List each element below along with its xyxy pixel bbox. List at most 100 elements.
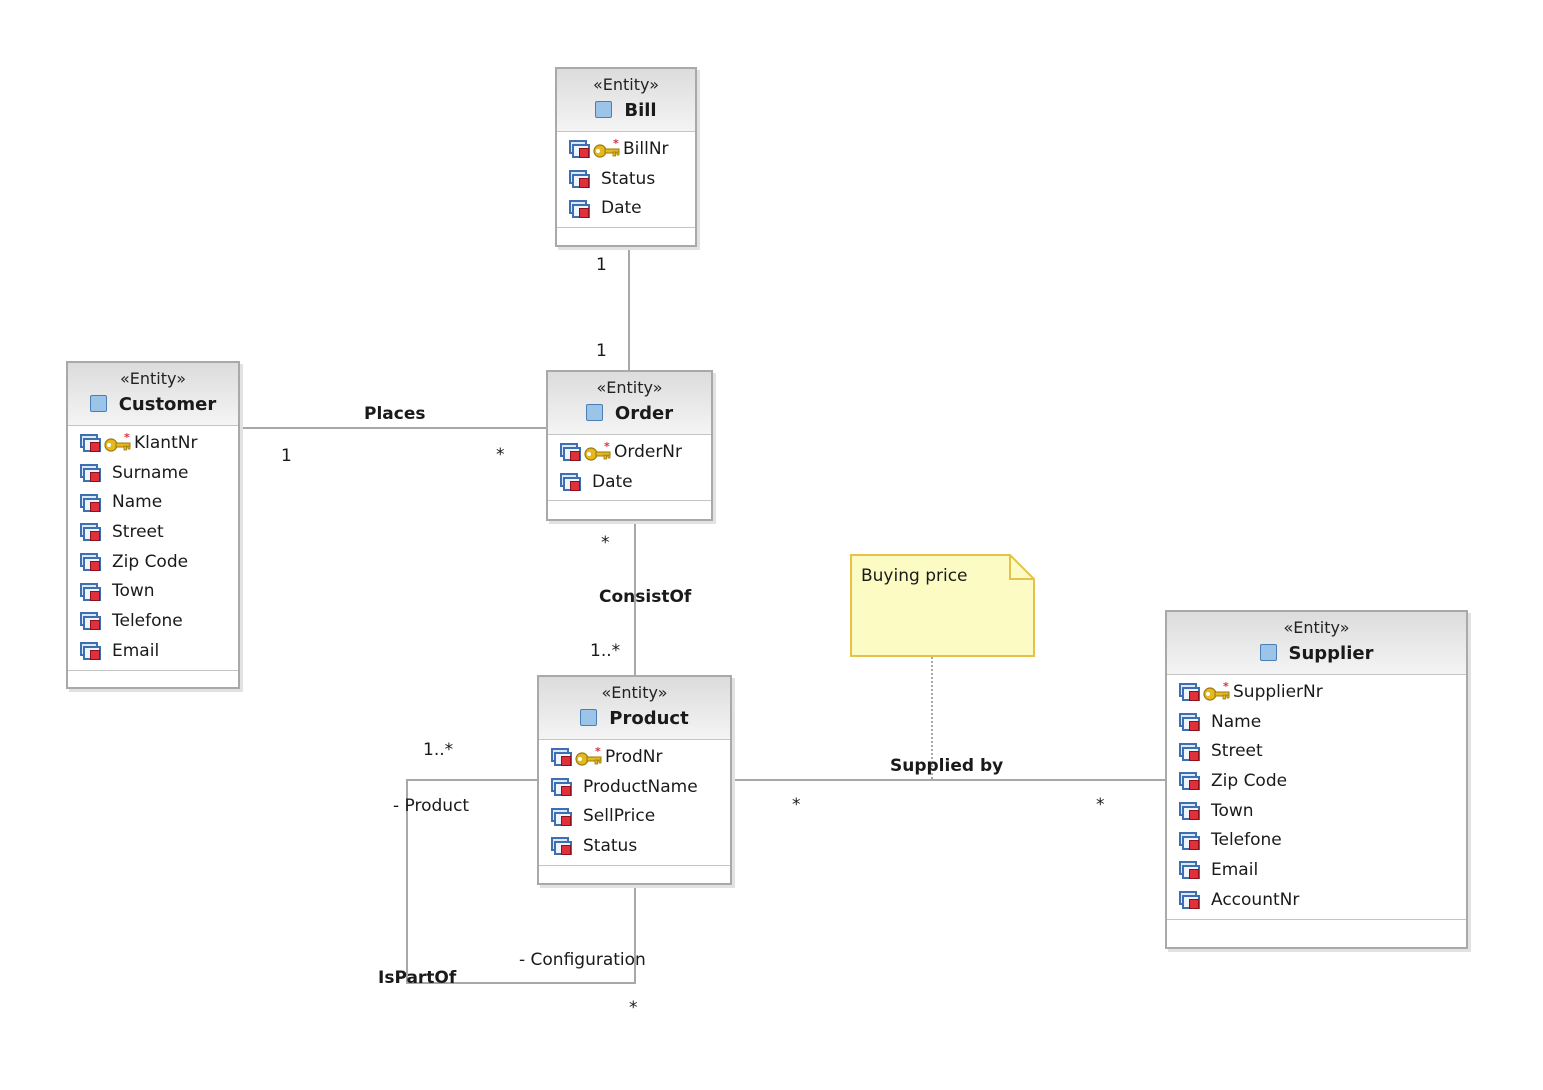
attribute-list: * BillNr Status Date <box>557 132 695 229</box>
attribute-row[interactable]: AccountNr <box>1167 885 1466 915</box>
entity-order[interactable]: «Entity» Order * OrderNr Date <box>546 370 713 521</box>
svg-text:*: * <box>124 433 130 444</box>
attribute-row[interactable]: * SupplierNr <box>1167 677 1466 707</box>
class-icon <box>585 404 603 421</box>
note-buying-price[interactable]: Buying price <box>850 554 1035 657</box>
attribute-list: * SupplierNr Name Street Zip Code Town T… <box>1167 675 1466 920</box>
attribute-icon <box>80 463 101 483</box>
attribute-icon <box>80 433 101 453</box>
class-icon <box>89 395 107 412</box>
attribute-icon <box>560 472 581 492</box>
association-name-ispartof: IsPartOf <box>378 968 457 988</box>
attribute-icon <box>80 641 101 661</box>
operations-compartment <box>1167 920 1466 938</box>
note-shape <box>850 554 1035 657</box>
attribute-row[interactable]: Town <box>68 576 238 606</box>
attribute-row[interactable]: * KlantNr <box>68 428 238 458</box>
attribute-icon <box>1179 742 1200 761</box>
svg-text:*: * <box>613 139 619 150</box>
attribute-icon <box>1179 860 1200 880</box>
attribute-name: Name <box>112 492 163 513</box>
stereotype-label: «Entity» <box>596 378 663 397</box>
attribute-row[interactable]: Name <box>68 487 238 517</box>
attribute-icon <box>1179 682 1200 702</box>
attribute-name: ProdNr <box>605 746 663 767</box>
primary-key-icon: * <box>575 747 602 766</box>
attribute-name: Date <box>601 198 642 219</box>
attribute-name: BillNr <box>623 138 669 159</box>
svg-text:*: * <box>595 747 601 758</box>
attribute-row[interactable]: Date <box>548 467 711 497</box>
attribute-row[interactable]: Status <box>557 164 695 194</box>
operations-compartment <box>557 228 695 246</box>
operations-compartment <box>539 866 730 884</box>
entity-header: «Entity» Product <box>539 677 730 740</box>
attribute-row[interactable]: * ProdNr <box>539 742 730 772</box>
attribute-row[interactable]: Zip Code <box>1167 766 1466 796</box>
role-product: - Product <box>393 796 470 816</box>
entity-header: «Entity» Bill <box>557 69 695 132</box>
attribute-name: Date <box>592 471 633 492</box>
entity-header: «Entity» Supplier <box>1167 612 1466 675</box>
attribute-name: Telefone <box>1211 830 1282 851</box>
class-icon <box>580 709 598 726</box>
attribute-icon <box>569 169 590 189</box>
attribute-icon <box>551 747 572 767</box>
attribute-row[interactable]: Date <box>557 193 695 223</box>
attribute-name: Status <box>601 168 656 189</box>
attribute-row[interactable]: ProductName <box>539 772 730 802</box>
multiplicity-customer-end: 1 <box>281 446 292 466</box>
note-text: Buying price <box>861 566 968 586</box>
attribute-icon <box>80 611 101 631</box>
attribute-row[interactable]: Town <box>1167 796 1466 826</box>
attribute-icon <box>1179 801 1200 821</box>
stereotype-label: «Entity» <box>592 75 659 94</box>
attribute-row[interactable]: Street <box>68 517 238 547</box>
entity-customer[interactable]: «Entity» Customer * KlantNr Surname Name… <box>66 361 240 689</box>
attribute-row[interactable]: Telefone <box>68 606 238 636</box>
attribute-icon <box>551 807 572 826</box>
attribute-icon <box>80 493 101 512</box>
attribute-icon <box>80 552 101 572</box>
entity-header: «Entity» Order <box>548 372 711 435</box>
attribute-row[interactable]: Name <box>1167 707 1466 737</box>
attribute-icon <box>1179 890 1200 910</box>
attribute-icon <box>80 582 101 601</box>
attribute-icon <box>551 836 572 856</box>
attribute-list: * ProdNr ProductName SellPrice Status <box>539 740 730 866</box>
multiplicity-order-end-consistof: * <box>601 533 610 553</box>
attribute-icon <box>1179 831 1200 850</box>
attribute-row[interactable]: Zip Code <box>68 547 238 577</box>
attribute-name: Email <box>1211 859 1259 880</box>
attribute-name: AccountNr <box>1211 889 1300 910</box>
attribute-row[interactable]: SellPrice <box>539 801 730 831</box>
attribute-name: Zip Code <box>1211 770 1288 791</box>
entity-supplier[interactable]: «Entity» Supplier * SupplierNr Name Stre… <box>1165 610 1468 949</box>
attribute-row[interactable]: Telefone <box>1167 825 1466 855</box>
attribute-row[interactable]: Email <box>1167 855 1466 885</box>
attribute-name: Email <box>112 640 160 661</box>
entity-product[interactable]: «Entity» Product * ProdNr ProductName Se… <box>537 675 732 885</box>
class-icon <box>1259 644 1277 661</box>
multiplicity-bill-end: 1 <box>596 255 607 275</box>
multiplicity-product-end-consistof: 1..* <box>590 641 621 661</box>
attribute-row[interactable]: Status <box>539 831 730 861</box>
attribute-row[interactable]: * BillNr <box>557 134 695 164</box>
attribute-name: Town <box>1211 800 1254 821</box>
multiplicity-configuration-role: * <box>629 998 638 1018</box>
stereotype-label: «Entity» <box>1283 618 1350 637</box>
attribute-row[interactable]: Email <box>68 636 238 666</box>
entity-name: Order <box>614 403 674 424</box>
stereotype-label: «Entity» <box>601 683 668 702</box>
attribute-row[interactable]: Surname <box>68 458 238 488</box>
primary-key-icon: * <box>1203 682 1230 701</box>
attribute-row[interactable]: Street <box>1167 736 1466 766</box>
attribute-name: OrderNr <box>614 441 683 462</box>
association-name-supplied-by: Supplied by <box>890 756 1004 776</box>
attribute-row[interactable]: * OrderNr <box>548 437 711 467</box>
entity-bill[interactable]: «Entity» Bill * BillNr Status Date <box>555 67 697 247</box>
operations-compartment <box>68 671 238 689</box>
attribute-list: * OrderNr Date <box>548 435 711 502</box>
ispartof-line <box>406 779 636 984</box>
